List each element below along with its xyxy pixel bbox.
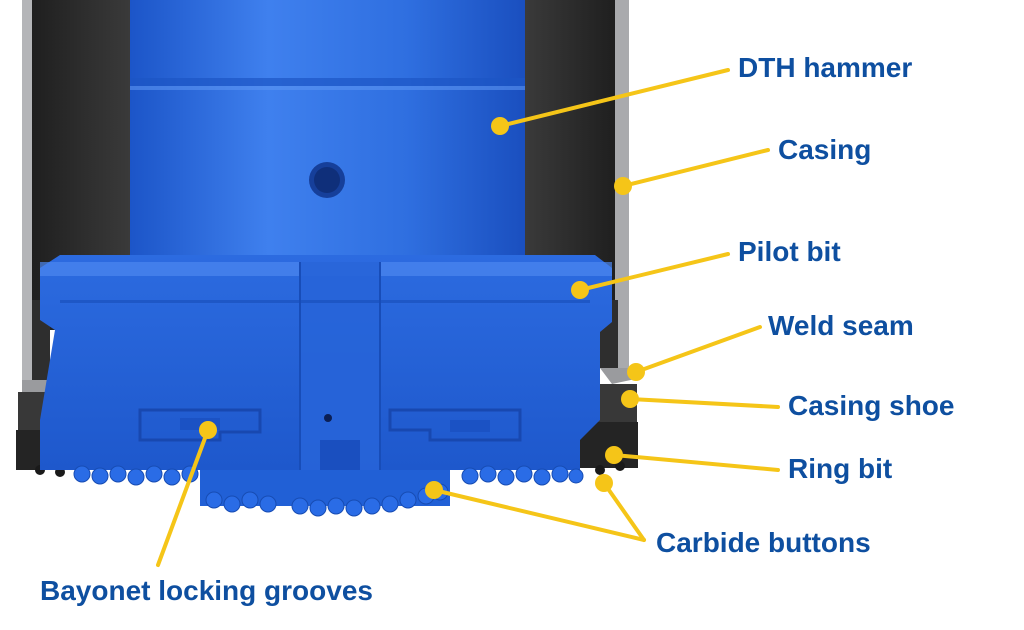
leader-pilot-bit xyxy=(578,252,730,292)
leader-casing xyxy=(621,148,770,188)
leader-carbide-buttons-b xyxy=(432,488,646,542)
label-weld-seam: Weld seam xyxy=(768,310,914,341)
leader-carbide-buttons-a xyxy=(602,481,646,542)
leader-lines xyxy=(156,68,780,567)
label-dth-hammer: DTH hammer xyxy=(738,52,913,83)
label-casing-shoe: Casing shoe xyxy=(788,390,955,421)
leader-dots xyxy=(199,117,645,499)
bayonet-grooves xyxy=(138,408,522,442)
label-ring-bit: Ring bit xyxy=(788,453,893,484)
label-carbide-buttons: Carbide buttons xyxy=(656,527,871,558)
leader-dth-hammer xyxy=(498,68,730,128)
leader-weld-seam xyxy=(634,325,762,374)
leader-bayonet-grooves xyxy=(156,428,210,567)
leader-ring-bit xyxy=(612,453,780,472)
label-bayonet-grooves: Bayonet locking grooves xyxy=(40,575,373,606)
label-casing: Casing xyxy=(778,134,872,165)
dth-hammer xyxy=(130,0,525,260)
pilot-bit xyxy=(40,255,612,472)
label-pilot-bit: Pilot bit xyxy=(738,236,841,267)
leader-casing-shoe xyxy=(628,397,780,409)
